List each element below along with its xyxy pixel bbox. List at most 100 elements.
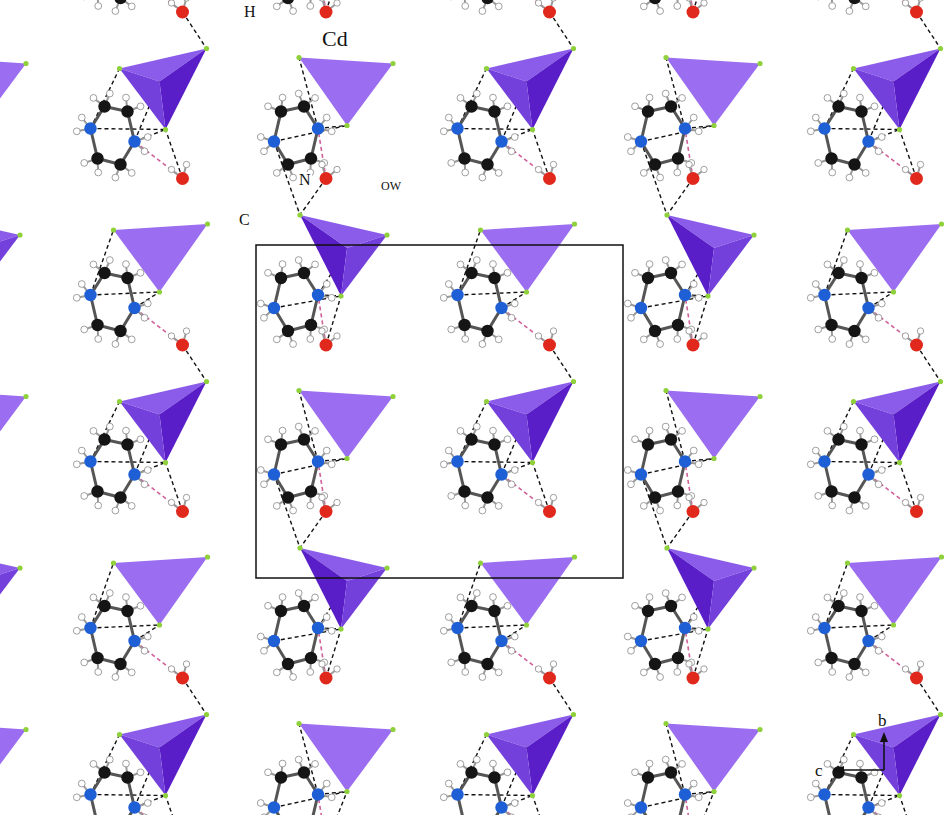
halide-atom [297,545,302,550]
carbon-atom [121,272,133,284]
hydrogen-atom [490,760,497,767]
halide-atom [157,289,162,294]
carbon-atom [114,0,126,4]
nitrogen-atom [84,788,96,800]
hydrogen-atom [473,90,480,97]
hydrogen-atom [128,669,135,676]
halide-atom [117,66,122,71]
hydrogen-bond [641,792,714,808]
carbon-atom [649,491,661,503]
carbon-atom [282,0,294,4]
hydrogen-atom [690,114,697,121]
hydrogen-bond [900,463,917,512]
hydrogen-atom [490,261,497,268]
cd-tetrahedron [478,221,577,294]
hydrogen-atom [106,257,113,264]
hydrogen-atom [323,780,330,787]
water-hydrogen-bond [135,0,183,12]
hydrogen-atom [183,494,189,500]
hydrogen-atom [875,814,882,815]
carbon-atom [855,771,867,783]
hydrogen-bond [458,563,481,628]
halide-atom [897,127,902,132]
carbon-atom [855,272,867,284]
water-hydrogen-bond [135,641,183,678]
water-hydrogen-bond [685,295,693,345]
hydrogen-atom [73,128,80,135]
cd-tetrahedron [845,554,944,627]
carbon-atom [481,491,493,503]
tetra-face [120,735,166,796]
nitrogen-atom [862,135,874,147]
hydrogen-bond [91,69,120,129]
halide-atom [938,712,943,717]
halide-atom [891,289,896,294]
hydrogen-atom [657,674,664,681]
piperazine-cation [257,257,335,348]
hydrogen-atom [646,760,653,767]
hydrogen-atom [128,169,135,176]
hydrogen-bond [533,130,550,179]
oxygen-atom [687,6,700,19]
hydrogen-bond [825,735,854,795]
cd-tetrahedron [111,221,210,294]
water-hydrogen-bond [502,475,550,512]
hydrogen-atom [829,669,836,676]
tetra-face [487,735,533,796]
hydrogen-atom [319,661,325,667]
oxygen-atom [910,172,923,185]
nitrogen-atom [679,455,691,467]
nitrogen-atom [451,622,463,634]
nitrogen-atom [635,635,647,647]
hydrogen-atom [632,602,639,609]
element-label: Cd [322,28,348,50]
hydrogen-atom [511,467,518,474]
hydrogen-atom [81,659,88,666]
halide-atom [897,793,902,798]
halide-atom [663,721,668,726]
nitrogen-atom [451,289,463,301]
hydrogen-atom [440,128,447,135]
hydrogen-atom [312,761,319,768]
halide-atom [897,460,902,465]
hydrogen-atom [457,594,464,601]
nitrogen-atom [495,635,507,647]
hydrogen-atom [846,341,853,348]
halide-atom [296,55,301,60]
hydrogen-atom [90,261,97,268]
halide-atom [484,399,489,404]
hydrogen-atom [440,294,447,301]
hydrogen-atom [646,261,653,268]
hydrogen-bond [900,130,917,179]
carbon-atom [91,152,103,164]
water-molecule [168,0,189,19]
hydrogen-atom [840,756,847,763]
carbon-atom [98,600,110,612]
nitrogen-atom [268,801,280,813]
hydrogen-atom [807,461,814,468]
piperazine-cation [73,0,151,14]
nitrogen-atom [679,788,691,800]
halide-atom [938,46,943,51]
halide-atom [484,66,489,71]
carbon-atom [642,605,654,617]
hydrogen-atom [183,328,189,334]
water-hydrogen-bond [869,641,917,678]
halide-atom [663,388,668,393]
hydrogen-atom [457,761,464,768]
hydrogen-atom [674,669,681,676]
hydrogen-bond [166,463,183,512]
nitrogen-atom [635,302,647,314]
halide-atom [478,560,483,565]
nitrogen-atom [495,801,507,813]
hydrogen-atom [137,269,144,276]
hydrogen-atom [917,328,923,334]
water-hydrogen-bond [502,142,550,179]
hydrogen-atom [815,659,822,666]
hydrogen-atom [112,507,119,514]
hydrogen-bond [458,462,533,463]
hydrogen-atom [902,499,908,505]
hydrogen-atom [695,294,702,301]
